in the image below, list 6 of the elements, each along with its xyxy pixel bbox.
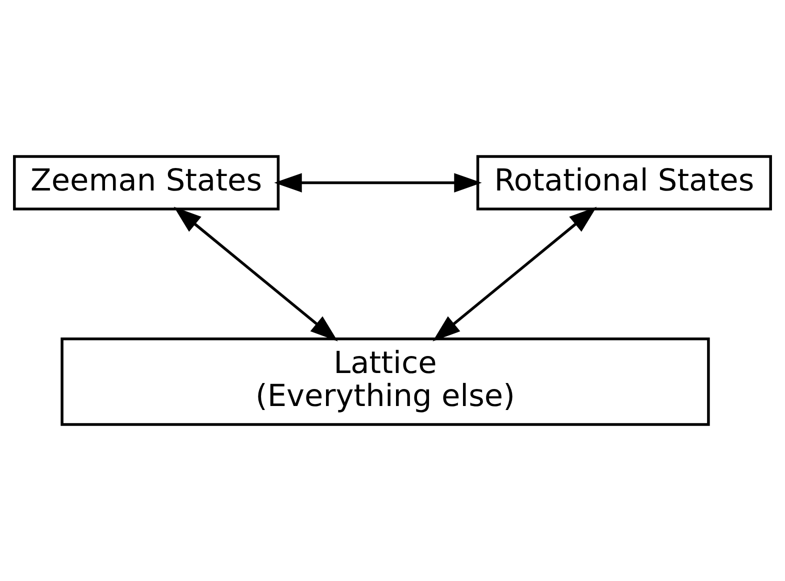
node-box: Zeeman States — [13, 155, 280, 210]
arrow — [432, 206, 597, 342]
node-box: Lattice (Everything else) — [60, 337, 710, 426]
node-box: Rotational States — [476, 155, 772, 210]
arrow — [174, 206, 338, 342]
arrow — [274, 173, 482, 192]
